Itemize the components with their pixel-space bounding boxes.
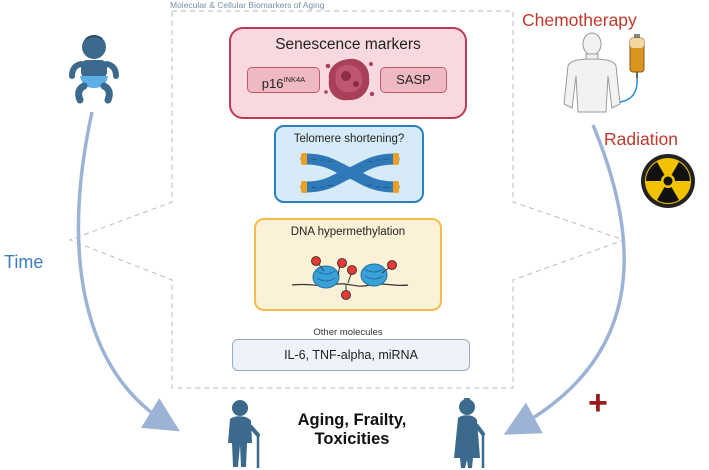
biomarker-frame <box>68 10 626 389</box>
radiation-label: Radiation <box>604 129 678 149</box>
time-label: Time <box>4 252 44 272</box>
chromosome-icon <box>300 153 400 193</box>
dna-methylation-title: DNA hypermethylation <box>290 226 406 238</box>
panel-header: Molecular & Cellular Biomarkers of Aging <box>170 0 325 10</box>
time-arrow <box>76 111 180 432</box>
other-molecules-title: Other molecules <box>313 327 383 338</box>
plus-sign: + <box>588 384 608 422</box>
outcome-line-1: Aging, Frailty, <box>297 411 407 429</box>
telomere-title: Telomere shortening? <box>293 133 405 145</box>
chemotherapy-label: Chemotherapy <box>522 10 637 30</box>
outcome-label: Aging, Frailty, Toxicities <box>282 411 422 449</box>
other-molecules-box: IL-6, TNF-alpha, miRNA <box>232 339 470 371</box>
old-man-icon <box>228 400 260 468</box>
treatment-arrow <box>503 124 626 435</box>
sasp-chip: SASP <box>380 67 447 93</box>
outcome-line-2: Toxicities <box>314 430 390 448</box>
baby-icon <box>69 35 119 104</box>
nucleosome-icon <box>291 256 409 300</box>
p16-superscript: INK4A <box>283 75 306 84</box>
senescence-title: Senescence markers <box>275 36 421 53</box>
radiation-icon <box>641 154 695 208</box>
old-woman-icon <box>454 398 485 468</box>
senescent-cell-icon <box>324 58 375 101</box>
p16-text: p16 <box>261 76 284 91</box>
patient-iv-icon <box>563 32 645 113</box>
p16-chip: p16INK4A <box>247 67 320 93</box>
